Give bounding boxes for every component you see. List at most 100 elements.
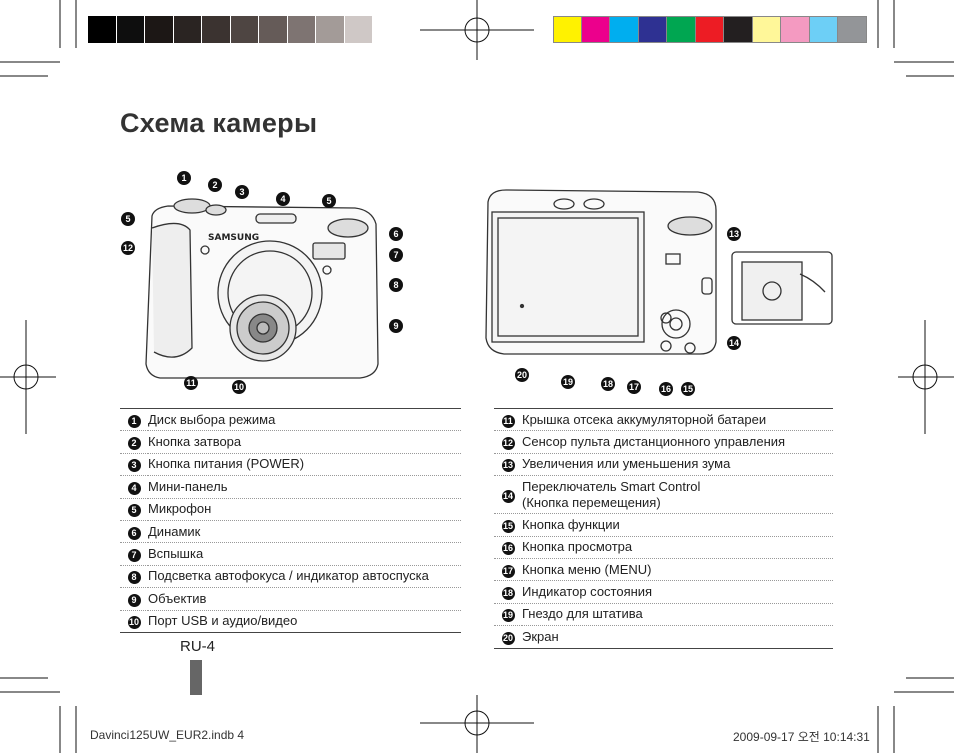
legend-number-badge: 18: [501, 587, 515, 601]
legend-row: 15 Кнопка функции: [494, 513, 833, 537]
legend-number-badge: 19: [501, 609, 515, 623]
callout-front-1: 1: [177, 171, 191, 185]
callout-front-4: 4: [276, 192, 290, 206]
callout-back-17: 17: [627, 380, 641, 394]
color-swatch: [116, 16, 145, 43]
callout-back-13: 13: [727, 227, 741, 241]
page-tab-bar: [190, 660, 202, 695]
color-swatch: [344, 16, 373, 43]
legend-description: Сенсор пульта дистанционного управления: [522, 434, 786, 450]
color-swatch: [287, 16, 316, 43]
legend-description: Объектив: [148, 590, 207, 606]
callout-front-9: 9: [389, 319, 403, 333]
legend-row: 4 Мини-панель: [120, 475, 461, 499]
legend-row: 13 Увеличения или уменьшения зума: [494, 453, 833, 477]
color-swatch: [724, 16, 753, 43]
legend-description: Крышка отсека аккумуляторной батареи: [522, 411, 767, 427]
page-title: Схема камеры: [120, 108, 318, 138]
color-swatch: [809, 16, 838, 43]
callout-front-2: 2: [208, 178, 222, 192]
legend-description: Микрофон: [148, 501, 212, 517]
color-swatch: [667, 16, 696, 43]
color-swatch: [553, 16, 582, 43]
footer-timestamp: 2009-09-17 오전 10:14:31: [733, 730, 870, 744]
legend-row: 10 Порт USB и аудио/видео: [120, 610, 461, 633]
legend-description: Увеличения или уменьшения зума: [522, 456, 731, 472]
legend-number-badge: 16: [501, 542, 515, 556]
legend-number-badge: 1: [127, 414, 141, 428]
legend-description: Подсветка автофокуса / индикатор автоспу…: [148, 568, 429, 584]
legend-number-badge: 20: [501, 631, 515, 645]
legend-number-badge: 3: [127, 459, 141, 473]
color-swatch: [695, 16, 724, 43]
callout-front-6: 6: [389, 227, 403, 241]
legend-description: Кнопка меню (MENU): [522, 561, 652, 577]
legend-description: Экран: [522, 628, 559, 644]
legend-description: Переключатель Smart Control: [522, 478, 701, 494]
legend-number-badge: 13: [501, 459, 515, 473]
callout-front-11: 11: [184, 376, 198, 390]
camera-front-illustration: SAMSUNG: [145, 198, 379, 379]
callout-front-5b: 5: [121, 212, 135, 226]
color-swatch: [145, 16, 174, 43]
color-swatch: [173, 16, 202, 43]
legend-number-badge: 6: [127, 526, 141, 540]
color-swatch: [781, 16, 810, 43]
legend-row: 20 Экран: [494, 625, 833, 649]
legend-row: 5 Микрофон: [120, 498, 461, 521]
legend-description: Порт USB и аудио/видео: [148, 613, 298, 629]
legend-description: Кнопка затвора: [148, 434, 242, 450]
callout-front-8: 8: [389, 278, 403, 292]
callout-back-19: 19: [561, 375, 575, 389]
legend-description-line2: (Кнопка перемещения): [522, 494, 661, 510]
legend-row: 3 Кнопка питания (POWER): [120, 453, 461, 477]
legend-row: 9 Объектив: [120, 587, 461, 611]
callout-back-14: 14: [727, 336, 741, 350]
callout-back-18: 18: [601, 377, 615, 391]
callout-back-16: 16: [659, 382, 673, 396]
callout-front-12: 12: [121, 241, 135, 255]
footer-file-info: Davinci125UW_EUR2.indb 4: [90, 728, 245, 742]
legend-description: Гнездо для штатива: [522, 606, 643, 622]
color-swatch: [610, 16, 639, 43]
page-number: RU-4: [180, 638, 216, 655]
legend-number-badge: 5: [127, 504, 141, 518]
legend-number-badge: 15: [501, 519, 515, 533]
color-swatch: [230, 16, 259, 43]
legend-number-badge: 9: [127, 593, 141, 607]
color-swatch: [88, 16, 117, 43]
legend-description: Мини-панель: [148, 478, 228, 494]
color-swatch: [373, 16, 402, 43]
legend-number-badge: 7: [127, 549, 141, 563]
camera-back-illustration: [485, 189, 833, 355]
legend-row: 14 Переключатель Smart Control(Кнопка пер…: [494, 475, 833, 515]
legend-row: 16 Кнопка просмотра: [494, 536, 833, 559]
grayscale-color-bar: [88, 16, 402, 43]
legend-number-badge: 14: [501, 489, 515, 503]
color-swatch: [316, 16, 345, 43]
callout-front-3: 3: [235, 185, 249, 199]
color-swatch: [838, 16, 867, 43]
legend-number-badge: 2: [127, 437, 141, 451]
legend-description: Кнопка функции: [522, 516, 620, 532]
legend-number-badge: 12: [501, 437, 515, 451]
legend-description: Кнопка просмотра: [522, 539, 633, 555]
legend-row: 19 Гнездо для штатива: [494, 603, 833, 627]
process-color-bar: [553, 16, 867, 43]
color-swatch: [638, 16, 667, 43]
legend-number-badge: 4: [127, 481, 141, 495]
legend-number-badge: 10: [127, 616, 141, 630]
legend-description: Индикатор состояния: [522, 584, 653, 600]
callout-front-5a: 5: [322, 194, 336, 208]
callout-front-7: 7: [389, 248, 403, 262]
callout-back-15: 15: [681, 382, 695, 396]
callout-back-20: 20: [515, 368, 529, 382]
legend-description: Кнопка питания (POWER): [148, 456, 305, 472]
legend-row: 18 Индикатор состояния: [494, 580, 833, 604]
legend-number-badge: 17: [501, 564, 515, 578]
color-swatch: [202, 16, 231, 43]
